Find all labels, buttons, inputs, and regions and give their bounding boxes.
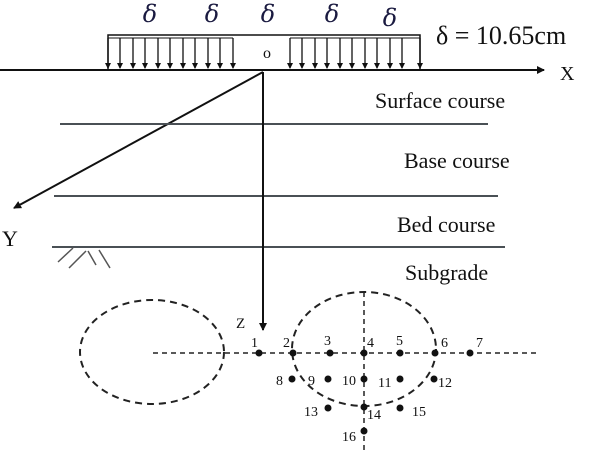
measurement-point	[431, 349, 439, 357]
delta-symbol: δ	[143, 0, 157, 28]
measurement-point	[255, 349, 263, 357]
point-label: 11	[378, 376, 391, 391]
layer-label-bed: Bed course	[397, 212, 495, 237]
measurement-point	[324, 404, 332, 412]
point-label: 5	[396, 334, 403, 349]
delta-symbol: δ	[261, 0, 275, 28]
y-axis-label: Y	[2, 226, 18, 251]
ground-hatch-icon	[57, 247, 111, 269]
point-label: 10	[342, 374, 356, 389]
load-frame-right	[290, 34, 421, 70]
point-label: 2	[283, 336, 290, 351]
point-label: 7	[476, 336, 483, 351]
point-label: 6	[441, 336, 448, 351]
y-axis	[13, 71, 264, 209]
layer-label-surface: Surface course	[375, 88, 505, 113]
measurement-point	[360, 427, 368, 435]
measurement-point	[289, 349, 297, 357]
measurement-point	[360, 403, 368, 411]
measurement-point	[396, 404, 404, 412]
delta-symbol: δ	[325, 0, 339, 28]
delta-symbol: δ	[205, 0, 219, 28]
layer-label-base: Base course	[404, 148, 510, 173]
point-label: 12	[438, 376, 452, 391]
wheel-footprint-left	[79, 299, 225, 405]
measurement-point	[360, 349, 368, 357]
delta-equation: δ = 10.65cm	[436, 21, 566, 50]
x-axis-label: X	[560, 63, 575, 85]
point-label: 1	[251, 336, 258, 351]
point-label: 9	[308, 374, 315, 389]
measurement-point	[466, 349, 474, 357]
z-axis-label: Z	[236, 316, 245, 332]
point-label: 4	[367, 336, 374, 351]
measurement-point	[430, 375, 438, 383]
distributed-loads	[105, 34, 423, 70]
origin-label: o	[263, 45, 271, 62]
point-label: 16	[342, 430, 356, 445]
measurement-point	[396, 375, 404, 383]
measurement-point	[324, 375, 332, 383]
point-label: 14	[367, 408, 381, 423]
delta-symbol: δ	[383, 4, 397, 32]
measurement-point	[360, 375, 368, 383]
measurement-point	[326, 349, 334, 357]
layer-label-subgrade: Subgrade	[405, 260, 488, 285]
measurement-point	[396, 349, 404, 357]
measurement-point	[288, 375, 296, 383]
load-symbols: δ δ δ δ δ	[143, 0, 397, 32]
point-label: 3	[324, 334, 331, 349]
point-label: 15	[412, 405, 426, 420]
point-label: 8	[276, 374, 283, 389]
point-label: 13	[304, 405, 318, 420]
